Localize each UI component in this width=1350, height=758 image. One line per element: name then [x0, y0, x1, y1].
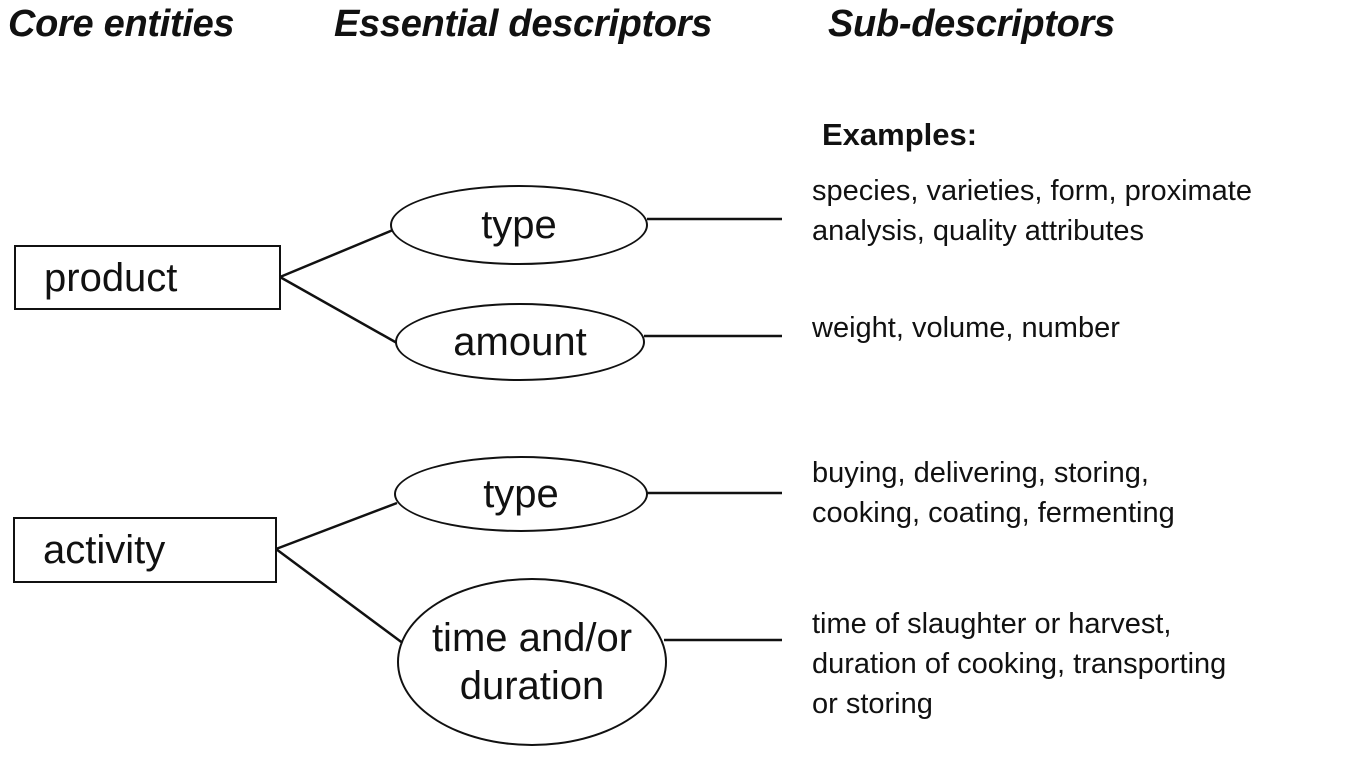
connector-product-type: [279, 228, 394, 279]
example-line: weight, volume, number: [812, 312, 1120, 344]
connector-activity-type: [275, 501, 398, 551]
descriptor-activity-time-duration: time and/or duration: [397, 578, 667, 746]
descriptor-product-type: type: [390, 185, 648, 265]
examples-product-amount: weight, volume, number: [812, 308, 1120, 348]
entity-product-label: product: [44, 255, 178, 300]
example-line: cooking, coating, fermenting: [812, 497, 1175, 529]
examples-title: Examples:: [822, 117, 978, 152]
header-sub-descriptors: Sub-descriptors: [828, 3, 1115, 45]
example-line: buying, delivering, storing,: [812, 457, 1149, 489]
connector-product-amount: [279, 275, 398, 345]
descriptor-label: type: [483, 472, 559, 516]
example-line: species, varieties, form, proximate: [812, 175, 1252, 207]
example-line: time of slaughter or harvest,: [812, 608, 1172, 640]
header-core-entities: Core entities: [8, 3, 235, 45]
entity-activity-box: activity: [13, 517, 277, 583]
descriptor-label-line-2: duration: [459, 664, 605, 708]
example-line: or storing: [812, 688, 933, 720]
header-essential-descriptors: Essential descriptors: [334, 3, 713, 45]
examples-activity-time-duration: time of slaughter or harvest, duration o…: [812, 604, 1226, 724]
descriptor-activity-type: type: [394, 456, 648, 532]
example-line: analysis, quality attributes: [812, 215, 1145, 247]
descriptor-product-amount: amount: [395, 303, 645, 381]
descriptor-label-line-1: time and/or: [431, 616, 633, 660]
entity-product-box: product: [14, 245, 281, 310]
connector-activity-time: [275, 547, 405, 646]
descriptor-label: amount: [453, 320, 587, 364]
examples-product-type: species, varieties, form, proximate anal…: [812, 171, 1252, 251]
descriptor-label: type: [481, 203, 557, 247]
examples-activity-type: buying, delivering, storing, cooking, co…: [812, 453, 1175, 533]
example-line: duration of cooking, transporting: [812, 648, 1227, 680]
entity-activity-label: activity: [43, 528, 166, 572]
